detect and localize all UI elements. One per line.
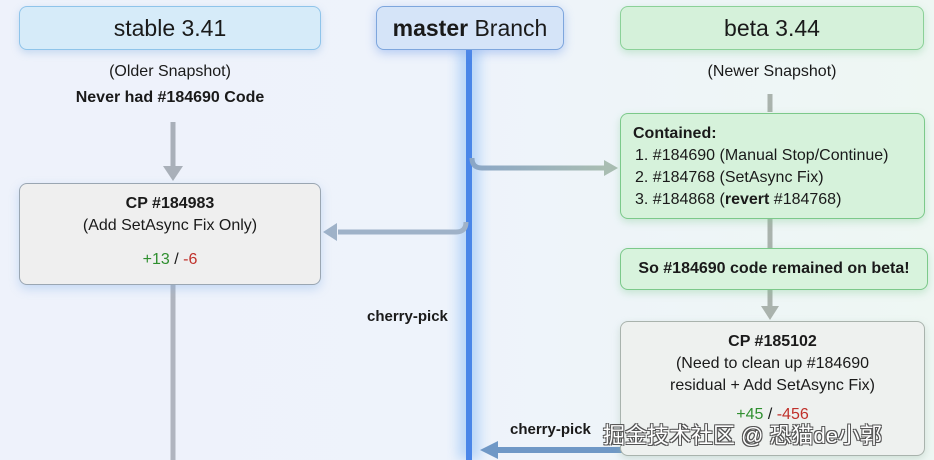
stable-cp-deletions: -6	[183, 251, 198, 268]
contained-heading: Contained:	[633, 125, 717, 142]
contained-item: 3. #184868 (revert #184768)	[633, 189, 912, 211]
contained-item-suffix: #184768)	[769, 191, 842, 208]
stable-subtitle: (Older Snapshot)	[109, 63, 231, 80]
watermark: 掘金技术社区 @ 恐猫de小郭	[603, 423, 883, 448]
beta-cp-title: CP #185102	[728, 333, 817, 350]
contained-item-text: 3. #184868 (	[635, 191, 725, 208]
beta-down-arrowhead	[761, 306, 779, 320]
beta-cp-separator: /	[763, 406, 777, 423]
cherry-pick-to-stable-line	[338, 221, 469, 235]
master-branch-title-bold: master	[392, 14, 469, 41]
stable-cp-separator: /	[169, 251, 184, 268]
contained-item: 1. #184690 (Manual Stop/Continue)	[633, 145, 912, 167]
master-to-beta-line	[469, 157, 604, 171]
beta-subtitle: (Newer Snapshot)	[707, 63, 837, 80]
cherry-pick-to-master-arrowhead	[480, 441, 498, 459]
cherry-pick-to-stable-arrowhead	[323, 223, 337, 241]
beta-contained-node: Contained: 1. #184690 (Manual Stop/Conti…	[620, 113, 925, 219]
beta-branch-header: beta 3.44	[620, 6, 924, 50]
master-to-beta-arrowhead	[604, 160, 618, 176]
beta-branch-title: beta 3.44	[724, 14, 820, 41]
cherry-pick-label-left: cherry-pick	[367, 308, 448, 325]
stable-cp-description: (Add SetAsync Fix Only)	[82, 217, 258, 234]
master-branch-title-rest: Branch	[468, 14, 548, 41]
stable-cherry-pick-node: CP #184983 (Add SetAsync Fix Only) +13 /…	[19, 183, 321, 285]
beta-remained-note-text: So #184690 code remained on beta!	[638, 260, 910, 277]
beta-cp-diffstat: +45 / -456	[621, 404, 924, 426]
contained-item-text: 2. #184768 (SetAsync Fix)	[635, 169, 824, 186]
beta-cp-additions: +45	[736, 406, 764, 423]
contained-item-bold: revert	[724, 191, 770, 208]
beta-cp-description-line1: (Need to clean up #184690	[675, 355, 870, 372]
master-branch-line	[466, 50, 472, 460]
cherry-pick-label-bottom: cherry-pick	[510, 421, 591, 438]
beta-cherry-pick-node: CP #185102 (Need to clean up #184690 res…	[620, 321, 925, 456]
master-branch-header: master Branch	[376, 6, 564, 50]
contained-item: 2. #184768 (SetAsync Fix)	[633, 167, 912, 189]
stable-branch-title: stable 3.41	[113, 14, 227, 41]
contained-item-text: 1. #184690 (Manual Stop/Continue)	[635, 147, 889, 164]
stable-note: Never had #184690 Code	[75, 89, 265, 106]
beta-cp-description-line2: residual + Add SetAsync Fix)	[670, 377, 875, 394]
stable-branch-header: stable 3.41	[19, 6, 321, 50]
stable-cp-additions: +13	[142, 251, 170, 268]
beta-cp-deletions: -456	[776, 406, 809, 423]
beta-remained-note: So #184690 code remained on beta!	[620, 248, 928, 290]
stable-cp-diffstat: +13 / -6	[20, 249, 320, 271]
stable-down-arrowhead	[163, 166, 183, 181]
stable-cp-title: CP #184983	[125, 195, 215, 212]
